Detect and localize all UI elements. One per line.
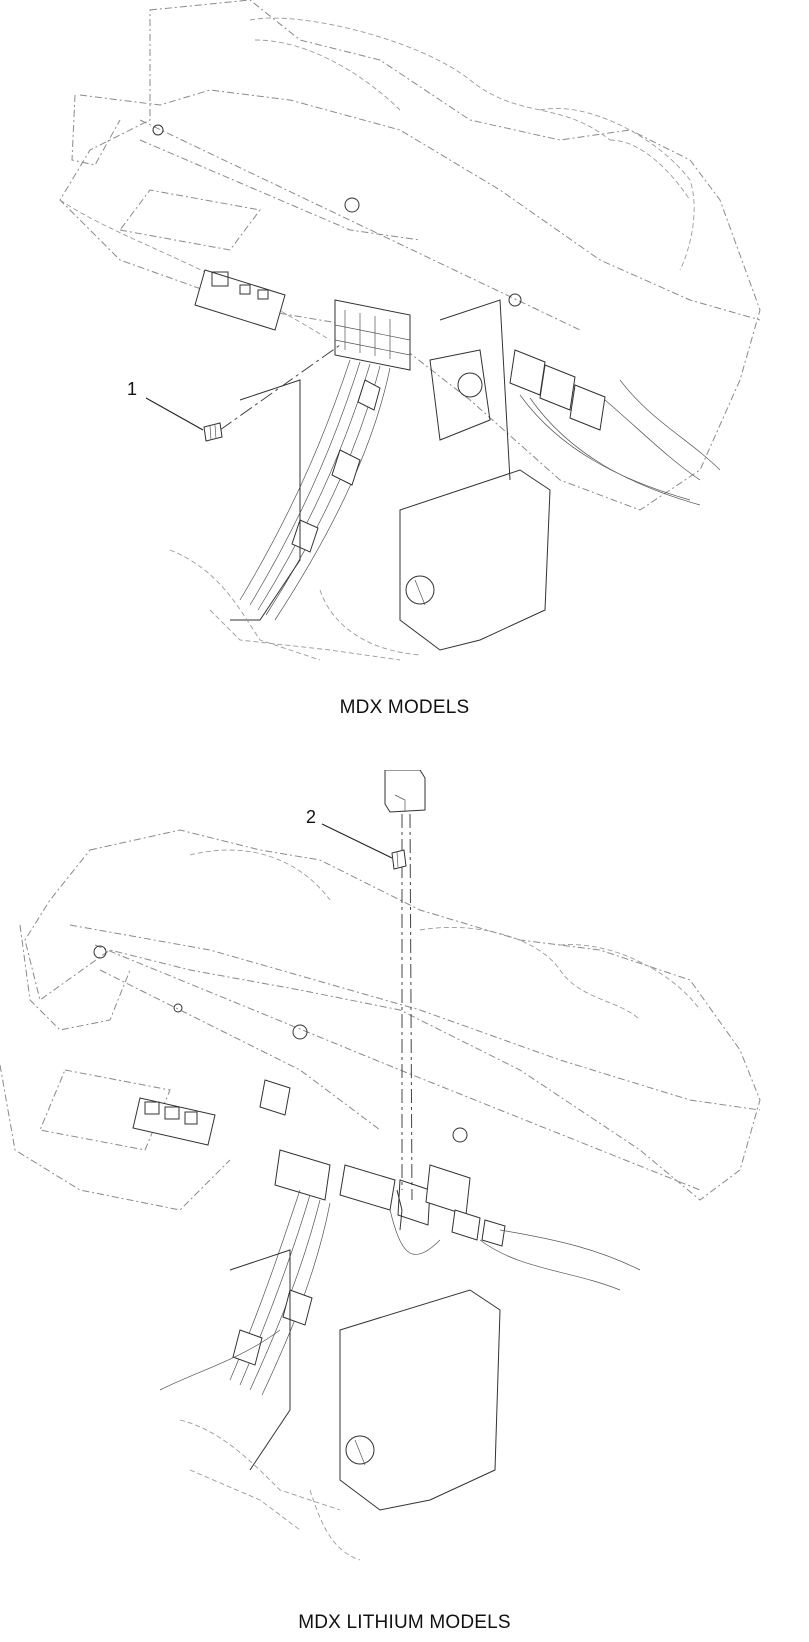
switch-plate: [132, 1097, 216, 1146]
mdx-lithium-models-diagram: [0, 770, 761, 1561]
mdx-lithium-models-view: 2 MDX LITHIUM MODELS: [0, 770, 809, 1642]
column-bracket: [399, 469, 551, 651]
fuse-cover: [384, 770, 426, 813]
mdx-models-view: 1 MDX MODELS: [0, 0, 809, 760]
switch-plate: [194, 269, 286, 331]
dash-panel: [24, 829, 761, 1201]
callout-2-leader: [321, 823, 393, 859]
fuse-block: [334, 299, 411, 371]
callout-1: 1: [127, 379, 138, 399]
view-caption: MDX MODELS: [339, 697, 470, 718]
callout-1-leader: [145, 397, 204, 431]
fuse-item-2: [391, 849, 407, 870]
fuse-item-1: [203, 422, 223, 442]
dash-panel: [59, 0, 761, 511]
relay-block: [339, 1164, 396, 1211]
view-caption: MDX LITHIUM MODELS: [298, 1612, 511, 1633]
callout-2: 2: [306, 807, 317, 827]
mdx-models-diagram: [59, 0, 761, 661]
column-bracket: [339, 1289, 501, 1511]
